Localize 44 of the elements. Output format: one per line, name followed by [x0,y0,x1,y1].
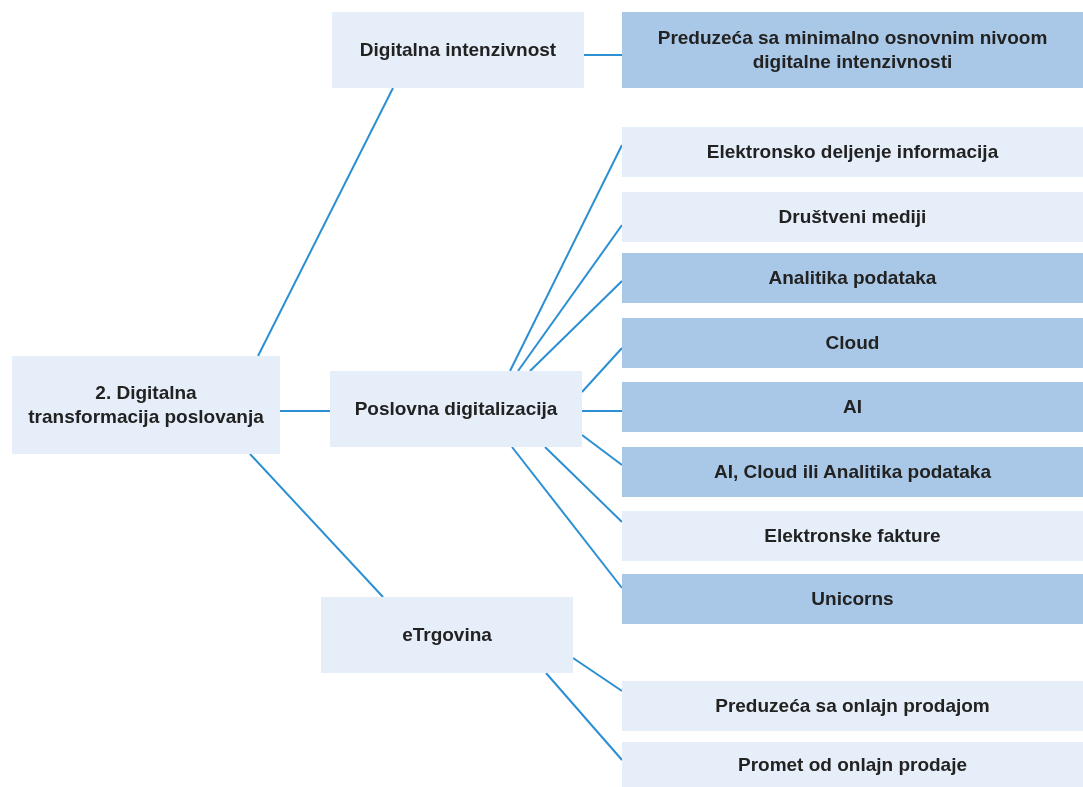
connector-line [581,410,623,412]
box-label: Promet od onlajn prodaje [737,752,968,777]
label-box [622,447,1083,497]
box-label: Preduzeća sa minimalno osnovnim nivoom digitalne intenzivnosti [656,26,1049,74]
connector-line [517,224,623,372]
box-label: Preduzeća sa onlajn prodajom [715,694,990,718]
label-box [330,371,582,447]
label-box [12,356,280,454]
box-label: eTrgovina [402,623,492,647]
connector-line [544,446,623,523]
box-label: Elektronsko deljenje informacija [706,140,999,164]
label-box [622,127,1083,177]
connector-line [583,54,623,56]
box-label: Analitika podataka [768,266,937,290]
label-box [622,382,1083,432]
box-label: AI [843,395,862,419]
label-box [321,597,573,673]
connector-line [581,347,623,393]
label-box [622,511,1083,561]
box-label: Elektronske fakture [764,524,941,548]
label-box [332,12,584,88]
connector-line [257,87,394,357]
connector-line [511,446,623,589]
box-label: Društveni mediji [778,205,927,229]
label-box [622,12,1083,88]
label-box [622,574,1083,624]
connector-line [572,657,623,692]
label-box [622,192,1083,242]
connector-line [545,672,623,761]
label-box [622,253,1083,303]
connector-line [249,453,384,598]
box-label: Poslovna digitalizacija [354,397,558,421]
box-label: 2. Digitalna transformacija poslovanja [28,381,264,429]
box-label: Cloud [825,331,880,355]
label-box [622,318,1083,368]
box-label: AI, Cloud ili Analitika podataka [714,460,991,484]
connector-line [279,410,331,412]
box-label: Digitalna intenzivnost [359,38,557,62]
box-label: Unicorns [811,587,894,611]
connector-line [581,434,623,466]
connector-line [529,280,623,372]
label-box [622,681,1083,731]
connector-line [509,144,623,372]
label-box [622,742,1083,787]
